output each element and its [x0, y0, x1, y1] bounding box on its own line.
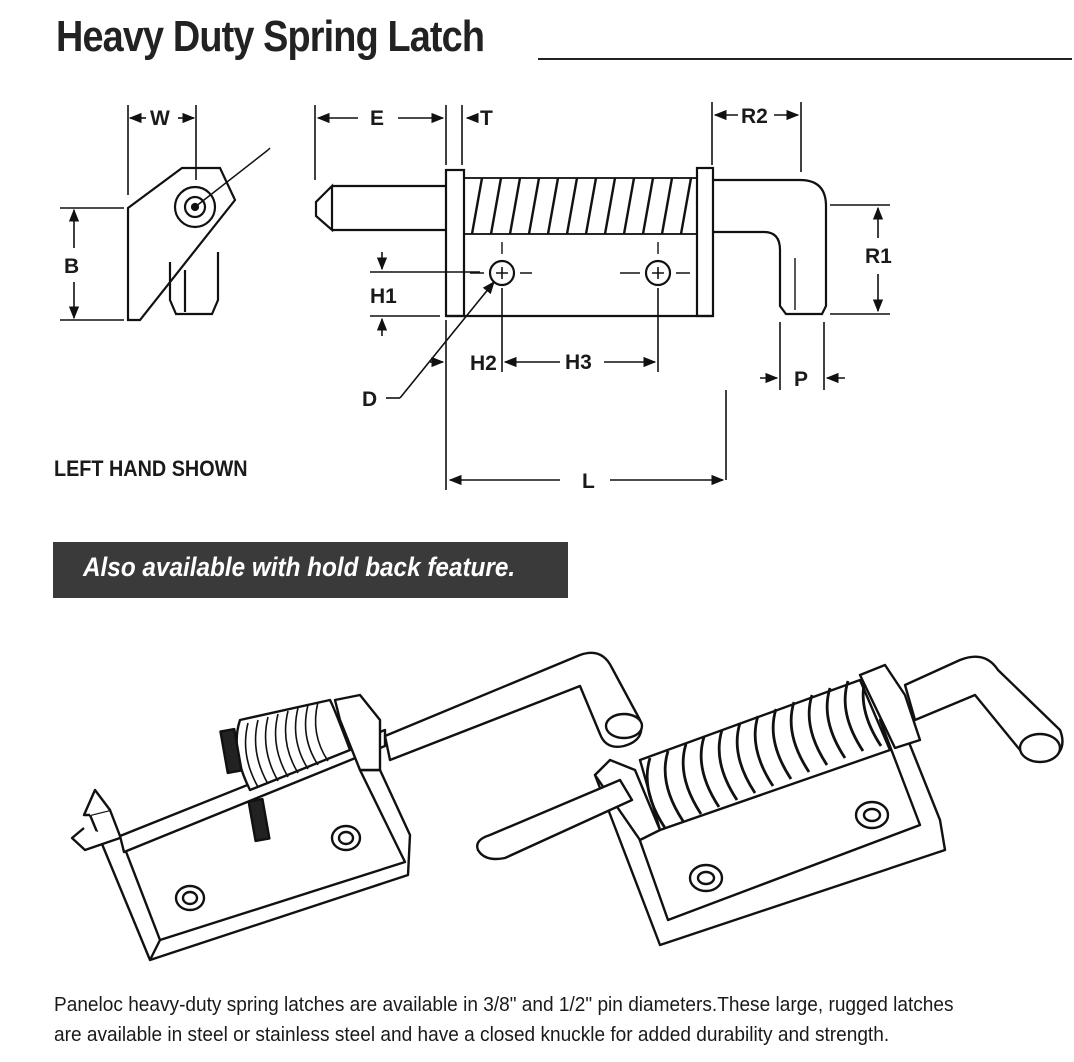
- latch-holdback-illustration: [70, 651, 644, 962]
- description-line-2: are available in steel or stainless stee…: [54, 1023, 890, 1046]
- dimension-labels: W B E T R2 R1 H1 H2 H3 D P L: [64, 105, 892, 493]
- side-view: [126, 147, 271, 322]
- product-description: Paneloc heavy-duty spring latches are av…: [54, 990, 1064, 1050]
- dim-label-t: T: [480, 107, 493, 130]
- side-view-dimensions: [60, 105, 197, 321]
- front-view-dimensions: [314, 102, 890, 490]
- front-view: [314, 166, 828, 318]
- feature-banner-text: Also available with hold back feature.: [83, 552, 516, 582]
- latch-standard-illustration: [476, 655, 1064, 947]
- dim-label-w: W: [150, 107, 170, 130]
- dim-label-h2: H2: [470, 352, 497, 375]
- dim-label-e: E: [370, 107, 384, 130]
- dim-label-l: L: [582, 470, 595, 493]
- dim-label-r2: R2: [741, 105, 768, 128]
- dim-label-h3: H3: [565, 351, 592, 374]
- drawing-note: LEFT HAND SHOWN: [54, 456, 248, 481]
- dim-label-b: B: [64, 255, 79, 278]
- description-line-1: Paneloc heavy-duty spring latches are av…: [54, 993, 954, 1016]
- page-title: Heavy Duty Spring Latch: [56, 12, 485, 61]
- product-illustrations: [70, 651, 1064, 962]
- dim-label-h1: H1: [370, 285, 397, 308]
- dim-label-p: P: [794, 368, 808, 391]
- dim-label-d: D: [362, 388, 377, 411]
- technical-drawing: W B E T R2 R1 H1 H2 H3 D P L: [60, 102, 892, 493]
- dim-label-r1: R1: [865, 245, 892, 268]
- feature-banner: Also available with hold back feature.: [53, 542, 568, 598]
- title-rule: [538, 58, 1072, 60]
